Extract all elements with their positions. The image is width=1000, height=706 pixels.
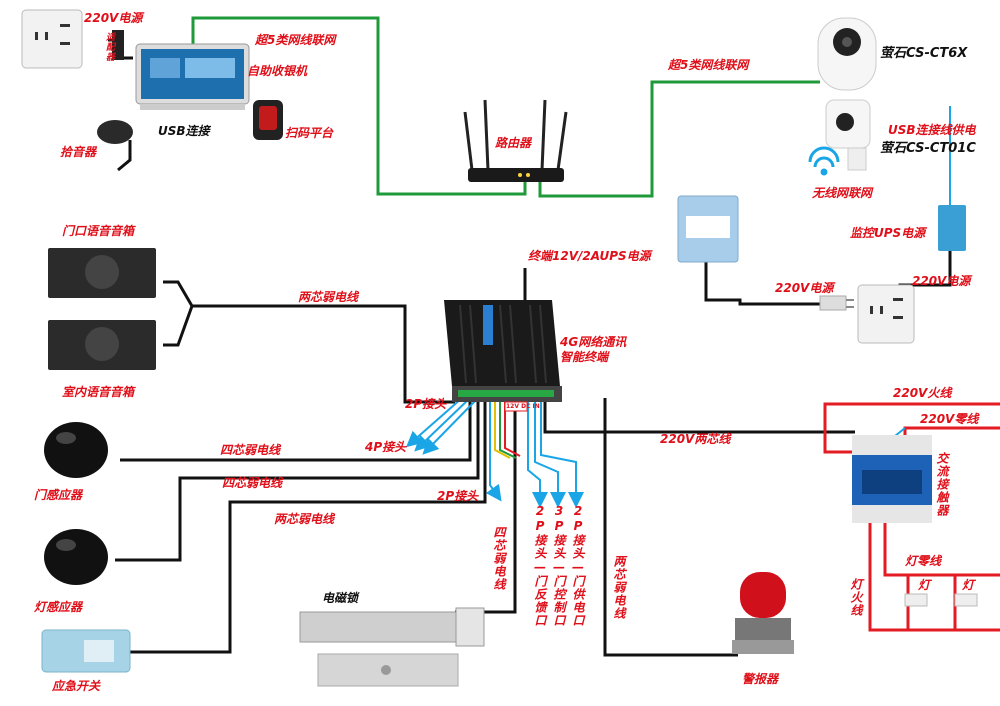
network-cable-right	[538, 80, 820, 198]
label-wifi: 无线网联网	[812, 186, 873, 200]
scan-platform-device	[253, 100, 283, 140]
alarm-device	[732, 572, 794, 654]
indoor-speaker	[48, 320, 156, 370]
network-cable-left	[191, 16, 527, 196]
label-indoor-speaker: 室内语音音箱	[62, 385, 135, 399]
lamp-2-device	[954, 593, 978, 607]
smart-terminal	[444, 300, 562, 402]
label-220v-right: 220V电源	[912, 274, 971, 288]
label-router: 路由器	[495, 136, 532, 150]
power-outlet-top	[21, 9, 83, 69]
label-terminal-badge: 12V DC IN	[506, 403, 540, 410]
label-p3-control: 3P接头—门控制口	[552, 504, 566, 627]
label-four-core-1: 四芯弱电线	[220, 443, 281, 457]
label-kiosk: 自助收银机	[247, 64, 308, 78]
label-terminal-power: 终端12V/2AUPS电源	[528, 249, 651, 263]
lamp-1-device	[904, 593, 928, 607]
black-wires	[108, 38, 952, 657]
label-usb-link: USB连接	[158, 124, 210, 138]
label-usb-power: USB连接线供电	[888, 123, 976, 137]
label-lamp2: 灯	[962, 578, 975, 592]
label-220v-top: 220V电源	[84, 11, 143, 25]
label-two-core-vert: 两芯弱电线	[612, 555, 626, 620]
label-cat5-left: 超5类网线联网	[255, 33, 336, 47]
router-device	[463, 99, 568, 182]
power-adapter	[112, 30, 124, 60]
label-cat5-right: 超5类网线联网	[668, 58, 749, 72]
label-contactor: 交流接触器	[935, 452, 949, 517]
label-door-sensor: 门感应器	[34, 488, 83, 502]
label-scan-platform: 扫码平台	[285, 126, 334, 140]
wifi-icon	[808, 146, 840, 176]
signal-wires	[405, 397, 584, 508]
pickup-microphone	[97, 120, 133, 144]
ac-contactor	[852, 435, 932, 523]
label-2p-b: 2P接头	[437, 489, 479, 503]
label-ups-monitor: 监控UPS电源	[850, 226, 926, 240]
label-camera2: 萤石CS-CT01C	[880, 141, 976, 156]
door-sensor-device	[44, 422, 108, 478]
label-pickup: 拾音器	[60, 145, 97, 159]
label-door-speaker: 门口语音音箱	[62, 224, 135, 238]
power-outlet-right	[857, 284, 915, 344]
label-two-core-top: 两芯弱电线	[298, 290, 359, 304]
label-2p-a: 2P接头	[405, 397, 447, 411]
camera-ct01c	[825, 99, 871, 171]
label-neutral-220v: 220V零线	[920, 412, 979, 426]
label-terminal: 4G网络通讯 智能终端	[560, 335, 627, 364]
label-four-core-2: 四芯弱电线	[222, 476, 283, 490]
label-ac-two-core: 220V两芯线	[660, 432, 731, 446]
ups-monitor-device	[938, 205, 966, 251]
label-emergency-switch: 应急开关	[52, 679, 101, 693]
label-adapter: 适配器	[104, 32, 114, 62]
label-lamp-live: 灯火线	[849, 578, 863, 617]
label-4p: 4P接头	[365, 440, 407, 454]
light-sensor-device	[44, 529, 108, 585]
kiosk-device	[135, 43, 250, 110]
label-alarm: 警报器	[742, 672, 779, 686]
emergency-switch-device	[41, 629, 131, 673]
label-camera1: 萤石CS-CT6X	[880, 46, 968, 61]
label-lamp1: 灯	[918, 578, 931, 592]
power-plug	[819, 295, 854, 311]
label-maglock: 电磁锁	[322, 591, 359, 605]
label-p2-supply: 2P接头—门供电口	[571, 504, 585, 627]
camera-ct6x	[817, 17, 877, 91]
terminal-badge	[504, 401, 528, 412]
label-p2-feedback: 2P接头—门反馈口	[533, 504, 547, 627]
label-two-core-mid: 两芯弱电线	[274, 512, 335, 526]
label-lamp-neutral: 灯零线	[905, 554, 942, 568]
label-220v-mid: 220V电源	[775, 281, 834, 295]
label-light-sensor: 灯感应器	[34, 600, 83, 614]
label-four-core-vert: 四芯弱电线	[492, 526, 506, 591]
magnetic-lock-device	[299, 607, 485, 687]
ups-power-supply	[677, 195, 739, 263]
door-speaker	[48, 248, 156, 298]
label-live-220v: 220V火线	[893, 386, 952, 400]
